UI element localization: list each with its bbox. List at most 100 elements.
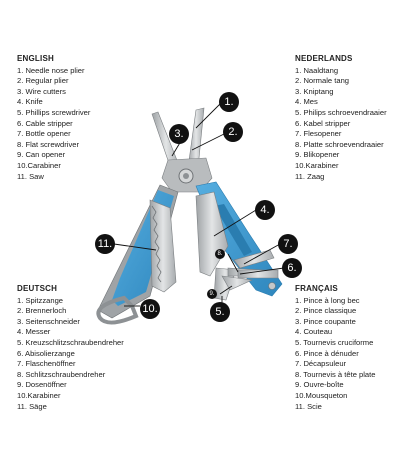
legend-item: 3. Kniptang [295,86,334,96]
legend-item: 7. Bottle opener [17,129,71,139]
marker-label: 5. [215,306,224,318]
marker-label: 8. [217,251,222,257]
legend-item: 1. Naaldtang [295,65,339,75]
marker-11: 11. [95,234,115,254]
marker-5: 5. [210,302,230,322]
marker-circle [278,234,298,254]
marker-circle [210,302,230,322]
leader-line-11 [113,243,157,251]
legend-item: 7. Flaschenöffner [17,359,76,369]
legend-item: 9. Ouvre-boîte [295,380,344,390]
marker-circle [207,289,217,299]
legend-item: 9. Blikopener [295,150,340,160]
legend-item: 2. Regular plier [17,76,69,86]
legend-item: 1. Needle nose plier [17,65,85,75]
legend-item: 9. Can opener [17,150,66,160]
pivot-screw-center [183,173,189,179]
legend-item: 6. Kabel stripper [295,118,351,128]
leader-line-6 [239,267,285,275]
legend-item: 5. Phillips screwdriver [17,107,91,117]
marker-label: 9. [209,291,214,297]
marker-7: 7. [278,234,298,254]
legend-french: FRANÇAIS 1. Pince à long bec 2. Pince cl… [295,284,376,412]
legend-item: 2. Pince classique [295,306,357,316]
legend-english: ENGLISH 1. Needle nose plier 2. Regular … [17,54,90,182]
legend-item: 4. Couteau [295,327,333,337]
legend-item: 4. Mes [295,97,318,107]
legend-list: 1. Naaldtang 2. Normale tang 3. Kniptang… [295,66,387,183]
marker-label: 1. [224,96,233,108]
legend-item: 8. Platte schroevendraaier [295,139,384,149]
marker-label: 4. [260,204,269,216]
marker-8: 8. [215,249,225,259]
legend-german: DEUTSCH 1. Spitzzange 2. Brennerloch 3. … [17,284,124,412]
legend-item: 7. Flesopener [295,129,342,139]
legend-title: ENGLISH [17,54,54,63]
legend-item: 11. Saw [17,171,44,181]
legend-item: 8. Flat screwdriver [17,139,80,149]
marker-label: 11. [98,238,112,250]
marker-2: 2. [223,122,243,142]
marker-9: 9. [207,289,217,299]
marker-4: 4. [255,200,275,220]
legend-item: 2. Brennerloch [17,306,67,316]
legend-item: 6. Abisolierzange [17,348,75,358]
legend-item: 2. Normale tang [295,76,350,86]
marker-3: 3. [169,124,189,144]
legend-item: 4. Messer [17,327,51,337]
marker-6: 6. [282,258,302,278]
legend-item: 1. Spitzzange [17,295,64,305]
legend-title: FRANÇAIS [295,284,338,293]
legend-item: 7. Décapsuleur [295,359,347,369]
legend-item: 3. Pince coupante [295,316,356,326]
legend-item: 8. Tournevis à tête plate [295,369,376,379]
marker-circle [215,249,225,259]
legend-title: DEUTSCH [17,284,58,293]
marker-circle [219,92,239,112]
legend-item: 1. Pince à long bec [295,295,360,305]
legend-item: 6. Cable stripper [17,118,73,128]
leader-line-4 [213,209,257,237]
leader-line-1 [195,103,221,129]
cable-stripper [237,269,279,279]
legend-item: 4. Knife [17,97,43,107]
legend-item: 10.Carabiner [17,160,61,170]
legend-list: 1. Pince à long bec 2. Pince classique 3… [295,296,376,413]
marker-label: 10. [142,303,157,315]
legend-item: 11. Scie [295,401,322,411]
legend-item: 5. Tournevis cruciforme [295,337,374,347]
handle-right-slot [214,204,252,256]
marker-label: 6. [287,262,296,274]
handle-right-screw [268,282,276,290]
leader-line-2 [191,133,225,151]
marker-label: 7. [283,238,292,250]
marker-circle [255,200,275,220]
legend-list: 1. Spitzzange 2. Brennerloch 3. Seitensc… [17,296,124,413]
carabiner [96,295,139,325]
saw-teeth [151,205,162,283]
marker-label: 2. [228,126,237,138]
marker-circle [223,122,243,142]
legend-list: 1. Needle nose plier 2. Regular plier 3.… [17,66,90,183]
legend-item: 3. Seitenschneider [17,316,80,326]
marker-label: 3. [174,128,183,140]
legend-item: 9. Dosenöffner [17,380,67,390]
legend-item: 5. Kreuzschlitzschraubendreher [17,337,124,347]
legend-item: 8. Schlitzschraubendreher [17,369,106,379]
legend-item: 11. Zaag [295,171,325,181]
leader-lines [113,103,285,308]
legend-title: NEDERLANDS [295,54,353,63]
legend-item: 3. Wire cutters [17,86,66,96]
legend-item: 10.Karabiner [17,390,61,400]
leader-line-8 [227,253,239,273]
marker-circle [140,299,160,319]
legend-item: 10.Mousqueton [295,390,348,400]
marker-circle [282,258,302,278]
legend-item: 10.Karabiner [295,160,339,170]
can-opener [221,275,254,291]
leader-line-7 [243,243,281,265]
marker-10: 10. [140,299,160,319]
legend-item: 5. Philips schroevendraaier [295,107,387,117]
leader-line-9 [219,285,233,295]
